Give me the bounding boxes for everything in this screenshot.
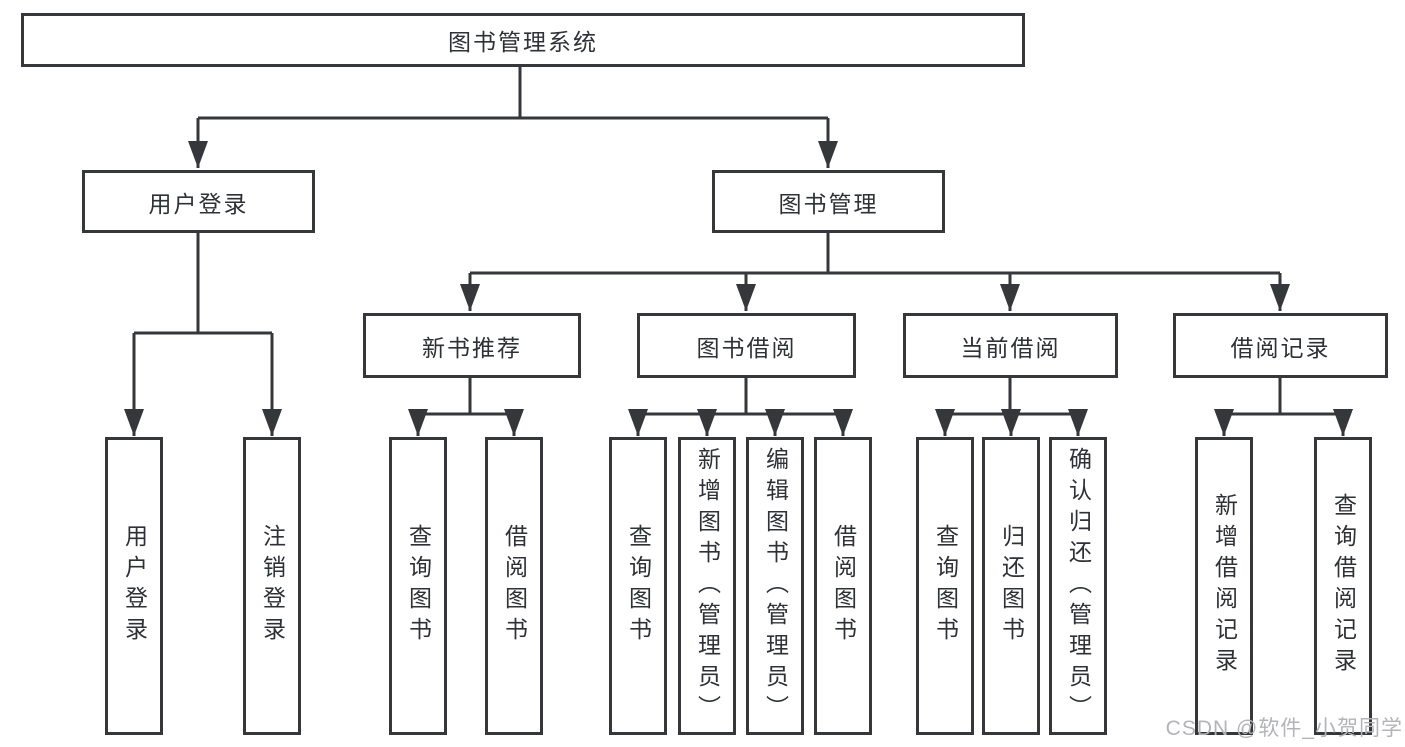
- node-label: 当前借阅: [960, 334, 1061, 361]
- leaf-borrow-books: 借阅图书: [814, 437, 872, 735]
- node-new-book-recommend: 新书推荐: [363, 313, 581, 378]
- leaf-logout: 注销登录: [243, 437, 301, 735]
- leaf-query-borrow-record: 查询借阅记录: [1314, 437, 1372, 735]
- node-book-management: 图书管理: [712, 170, 945, 233]
- leaf-query-books-current: 查询图书: [916, 437, 974, 735]
- leaf-label: 新增借阅记录: [1211, 493, 1238, 679]
- leaf-borrow-books-recommend: 借阅图书: [485, 437, 543, 735]
- node-label: 图书管理系统: [448, 29, 598, 55]
- node-label: 新书推荐: [422, 334, 522, 361]
- node-book-borrow: 图书借阅: [637, 313, 856, 378]
- node-borrow-records: 借阅记录: [1173, 313, 1388, 378]
- leaf-query-books-borrow: 查询图书: [609, 437, 667, 735]
- leaf-add-borrow-record: 新增借阅记录: [1195, 437, 1253, 735]
- node-label: 图书借阅: [696, 334, 797, 361]
- leaf-label: 归还图书: [998, 524, 1025, 648]
- node-label: 用户登录: [148, 190, 249, 217]
- leaf-edit-book-admin: 编辑图书（管理员）: [746, 437, 804, 735]
- leaf-query-books-recommend: 查询图书: [389, 437, 447, 735]
- leaf-user-login: 用户登录: [105, 437, 163, 735]
- leaf-add-book-admin: 新增图书（管理员）: [678, 437, 736, 735]
- leaf-label: 新增图书（管理员）: [694, 446, 721, 726]
- leaf-label: 查询图书: [932, 524, 959, 648]
- leaf-label: 查询图书: [405, 524, 432, 648]
- leaf-label: 借阅图书: [830, 524, 857, 648]
- leaf-label: 查询图书: [625, 524, 652, 648]
- leaf-label: 查询借阅记录: [1330, 493, 1357, 679]
- leaf-return-book: 归还图书: [982, 437, 1040, 735]
- node-label: 图书管理: [778, 190, 879, 217]
- leaf-label: 编辑图书（管理员）: [762, 446, 789, 726]
- node-label: 借阅记录: [1230, 334, 1331, 361]
- node-library-system: 图书管理系统: [21, 13, 1025, 67]
- leaf-label: 确认归还（管理员）: [1065, 446, 1092, 726]
- node-current-borrow: 当前借阅: [903, 313, 1118, 378]
- leaf-confirm-return-admin: 确认归还（管理员）: [1049, 437, 1107, 735]
- leaf-label: 注销登录: [259, 524, 286, 648]
- node-user-login: 用户登录: [82, 170, 315, 233]
- arrowheads: [124, 141, 1353, 436]
- watermark: CSDN @软件_小贺同学: [1165, 717, 1403, 740]
- leaf-label: 借阅图书: [501, 524, 528, 648]
- leaf-label: 用户登录: [121, 524, 148, 648]
